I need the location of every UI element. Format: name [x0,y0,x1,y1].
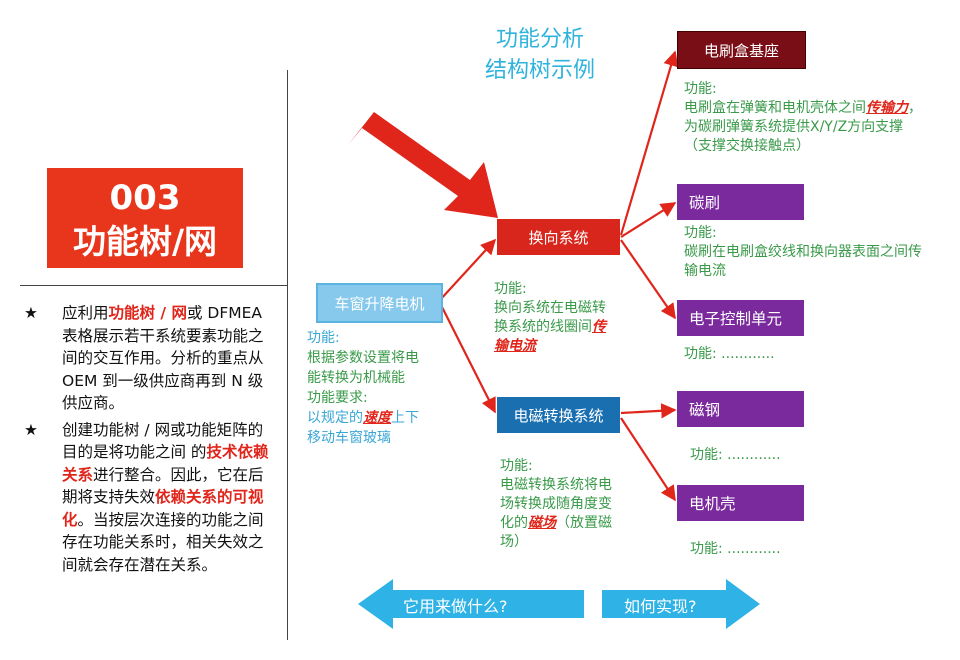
diagram-heading: 功能分析 结构树示例 [455,24,625,86]
section-title-box: 003 功能树/网 [47,168,243,268]
vertical-divider [287,70,288,640]
motor-func-label: 功能: [307,330,340,346]
brush-base-description: 功能: 电刷盒在弹簧和电机壳体之间传输力，为碳刷弹簧系统提供X/Y/Z方向支撑（… [684,80,929,156]
connector-motor-commutation [439,238,497,301]
em-func-text: 电磁转换系统将电场转换成随角度变化的 [500,477,612,531]
brush-description: 功能: 碳刷在电刷盒绞线和换向器表面之间传输电流 [684,224,929,281]
magnet-description: 功能: ............ [690,447,781,463]
node-magnet: 磁钢 [677,391,804,427]
node-window-motor: 车窗升降电机 [316,283,443,323]
connector-commutation-brushbase [619,50,679,236]
em-description: 功能: 电磁转换系统将电场转换成随角度变化的磁场（放置磁场） [500,457,618,552]
node-brush-box-base: 电刷盒基座 [677,31,806,69]
heading-line-1: 功能分析 [495,27,584,52]
shell-description: 功能: ............ [690,541,781,557]
section-number: 003 [109,178,181,218]
arrow-right-label: 如何实现? [624,597,697,616]
bullet-text: 创建功能树 / 网或功能矩阵的目的是将功能之间 的 [62,420,264,462]
node-motor-shell: 电机壳 [677,485,804,521]
bullet-text: 应利用 [62,304,109,322]
arrow-left-shape [358,579,584,629]
commutation-func-label: 功能: [494,281,527,297]
bullet-text: 。当按层次连接的功能之间存在功能关系时，相关失效之间就会存在潜在关系。 [62,510,264,574]
bullet-item: ★ 应利用功能树 / 网或 DFMEA 表格展示若干系统要素功能之间的交互作用。… [24,302,274,415]
em-func-post: （放置磁场） [500,515,612,550]
commutation-func-emphasis: 传输电流 [494,319,606,354]
arrow-right-shape [602,579,760,629]
motor-func-text: 根据参数设置将电能转换为机械能 [307,350,419,386]
connector-motor-em [439,302,496,414]
motor-req-label: 功能要求: [307,390,368,406]
heading-line-2: 结构树示例 [484,58,595,83]
arrow-left-label: 它用来做什么? [403,597,508,616]
node-em-conversion-system: 电磁转换系统 [497,397,620,433]
bullet-emphasis: 功能树 / 网 [108,304,187,322]
node-ecu: 电子控制单元 [677,300,804,336]
brush-base-func-label: 功能: [684,81,717,97]
brush-base-func-emphasis: 传输力 [866,100,908,116]
em-func-label: 功能: [500,458,533,474]
connector-em-shell [620,417,676,502]
motor-req-post: 上下移动车窗玻璃 [307,410,419,446]
brush-base-func-text: 电刷盒在弹簧和电机壳体之间 [684,100,866,116]
star-icon: ★ [24,420,38,439]
bullet-text: 进行整合。因此，它在后期将支持失效 [62,465,264,507]
bullet-list: ★ 应利用功能树 / 网或 DFMEA 表格展示若干系统要素功能之间的交互作用。… [24,302,274,580]
em-func-emphasis: 磁场 [528,515,556,531]
brush-base-func-post: ，为碳刷弹簧系统提供X/Y/Z方向支撑（支撑交换接触点） [684,100,922,154]
node-commutation-system: 换向系统 [497,219,620,255]
ecu-description: 功能: ............ [684,346,775,362]
motor-req-pre: 以规定的 [307,410,363,426]
horizontal-divider [20,285,287,286]
node-carbon-brush: 碳刷 [677,184,804,220]
motor-description: 功能: 根据参数设置将电能转换为机械能 功能要求: 以规定的速度上下移动车窗玻璃 [307,328,425,448]
brush-func-label: 功能: [684,225,717,241]
motor-req-emphasis: 速度 [363,410,391,426]
bullet-text: 或 DFMEA 表格展示若干系统要素功能之间的交互作用。分析的重点从 OEM 到… [62,304,264,412]
brush-func-text: 碳刷在电刷盒绞线和换向器表面之间传输电流 [684,244,922,279]
connector-commutation-brush [620,202,677,238]
commutation-func-text: 换向系统在电磁转换系统的线圈间 [494,300,606,335]
star-icon: ★ [24,304,38,322]
commutation-description: 功能: 换向系统在电磁转换系统的线圈间传输电流 [494,280,612,356]
bullet-item: ★ 创建功能树 / 网或功能矩阵的目的是将功能之间 的技术依赖关系进行整合。因此… [24,419,274,577]
connector-em-magnet [620,403,677,419]
bullet-emphasis: 依赖关系的可视化 [62,488,264,529]
connector-commutation-ecu [620,239,676,320]
focus-arrow [348,112,498,218]
bullet-emphasis: 技术依赖关系 [62,443,269,484]
section-title: 功能树/网 [72,222,218,261]
